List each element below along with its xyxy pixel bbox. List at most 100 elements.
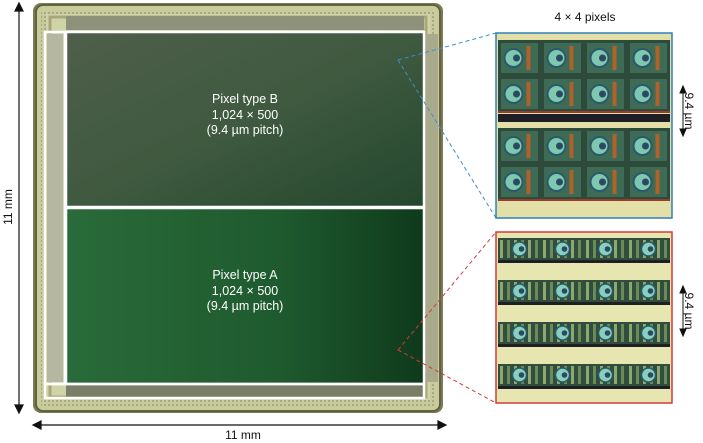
gate-stripe <box>636 366 639 384</box>
gate-stripe <box>507 240 510 258</box>
photodiode-core <box>642 178 649 186</box>
gate-stripe <box>535 282 538 300</box>
pixel-row <box>498 322 670 344</box>
photodiode-core <box>556 54 563 62</box>
gate-stripe <box>578 282 581 300</box>
gate-stripe <box>500 240 503 258</box>
photodiode-core <box>518 246 525 252</box>
gate-stripe <box>571 240 574 258</box>
periphery-circuits <box>47 16 438 397</box>
gate-stripe <box>586 240 589 258</box>
transistor-strip <box>612 170 617 194</box>
photodiode-core <box>604 330 611 336</box>
transistor-strip <box>612 134 617 158</box>
width-label: 11 mm <box>225 428 261 442</box>
photodiode-core <box>556 142 563 150</box>
transistor-strip <box>569 134 574 158</box>
gate-stripe <box>500 324 503 342</box>
gate-stripe <box>629 240 632 258</box>
photodiode-core <box>642 142 649 150</box>
pitch-arrow-bottom <box>679 284 687 338</box>
photodiode-core <box>561 372 568 378</box>
gate-stripe <box>657 240 660 258</box>
gate-stripe <box>507 324 510 342</box>
transistor-strip <box>526 134 531 158</box>
gate-stripe <box>657 324 660 342</box>
pixel-row <box>498 364 670 386</box>
gate-stripe <box>535 366 538 384</box>
photodiode-core <box>642 90 649 98</box>
isolation-band <box>498 114 670 122</box>
pixel-b-title: Pixel type B <box>211 92 278 106</box>
pixel-a-title: Pixel type A <box>212 268 278 282</box>
gate-stripe <box>614 324 617 342</box>
gate-stripe <box>528 282 531 300</box>
inset-pixel-a <box>495 231 673 404</box>
gate-stripe <box>664 240 667 258</box>
transistor-strip <box>612 82 617 106</box>
gate-stripe <box>578 366 581 384</box>
gate-stripe <box>614 366 617 384</box>
gate-stripe <box>621 282 624 300</box>
row-separator <box>498 260 670 263</box>
photodiode-core <box>647 372 654 378</box>
transistor-strip <box>655 134 660 158</box>
transistor-strip <box>655 46 660 70</box>
metal-line <box>498 199 670 201</box>
gate-stripe <box>664 366 667 384</box>
transistor-strip <box>526 82 531 106</box>
height-label: 11 mm <box>1 189 15 225</box>
metal-line <box>498 111 670 113</box>
gate-stripe <box>614 240 617 258</box>
transistor-strip <box>526 170 531 194</box>
gate-stripe <box>657 282 660 300</box>
transistor-strip <box>569 82 574 106</box>
transistor-strip <box>655 170 660 194</box>
gate-stripe <box>543 324 546 342</box>
gate-stripe <box>543 240 546 258</box>
gate-stripe <box>507 282 510 300</box>
gate-stripe <box>586 282 589 300</box>
photodiode-core <box>599 178 606 186</box>
gate-stripe <box>636 282 639 300</box>
inset-pixel-b <box>495 32 673 219</box>
pitch-arrow-top <box>679 84 687 138</box>
photodiode-core <box>604 372 611 378</box>
gate-stripe <box>543 282 546 300</box>
gate-stripe <box>550 366 553 384</box>
photodiode-core <box>513 90 520 98</box>
pixel-row <box>498 238 670 260</box>
connector-bottom <box>397 231 497 404</box>
gate-stripe <box>586 366 589 384</box>
inset-top-pitch-label: 9.4 µm <box>682 92 696 130</box>
transistor-strip <box>569 46 574 70</box>
gate-stripe <box>586 324 589 342</box>
photodiode-core <box>518 330 525 336</box>
array-outlines <box>43 30 426 400</box>
gate-stripe <box>528 240 531 258</box>
photodiode-core <box>513 54 520 62</box>
gate-stripe <box>614 282 617 300</box>
photodiode-core <box>599 142 606 150</box>
gate-stripe <box>621 240 624 258</box>
pixel-b-label: Pixel type B 1,024 × 500 (9.4 µm pitch) <box>170 92 320 139</box>
photodiode-core <box>513 178 520 186</box>
photodiode-core <box>556 178 563 186</box>
gate-stripe <box>528 366 531 384</box>
row-separator <box>498 344 670 347</box>
gate-stripe <box>571 282 574 300</box>
gate-stripe <box>664 282 667 300</box>
pixel-b-pitch: (9.4 µm pitch) <box>206 123 284 137</box>
photodiode-core <box>556 90 563 98</box>
gate-stripe <box>535 324 538 342</box>
pixel-array-b <box>66 32 424 207</box>
inset-top-title: 4 × 4 pixels <box>554 10 616 24</box>
gate-stripe <box>550 324 553 342</box>
gate-stripe <box>578 240 581 258</box>
gate-stripe <box>500 366 503 384</box>
photodiode-core <box>513 142 520 150</box>
gate-stripe <box>593 240 596 258</box>
gate-stripe <box>507 366 510 384</box>
gate-stripe <box>550 282 553 300</box>
photodiode-core <box>561 288 568 294</box>
